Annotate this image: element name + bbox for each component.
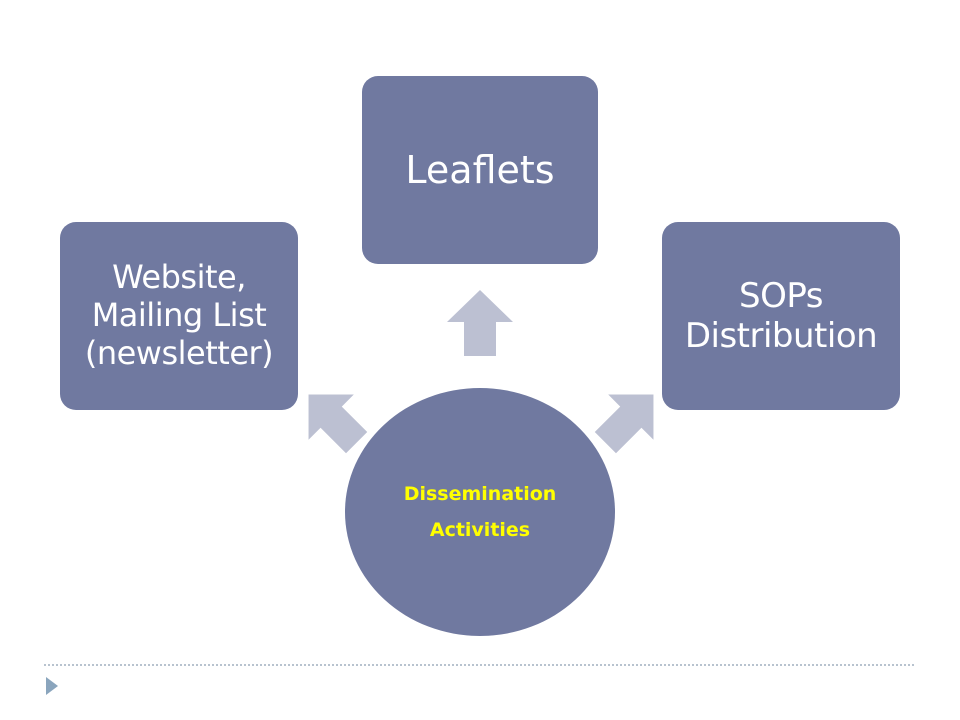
website-label-line1: Website,: [112, 258, 246, 297]
center-node: Dissemination Activities: [345, 388, 615, 636]
footer-bullet-icon: [46, 677, 58, 695]
footer-divider: [44, 664, 914, 666]
leaflets-label: Leaflets: [405, 147, 555, 192]
website-label-line3: (newsletter): [84, 333, 274, 372]
website-label-line2: Mailing List: [91, 296, 267, 335]
sops-label-line1: SOPs: [739, 275, 823, 316]
sops-node: SOPs Distribution: [662, 222, 900, 410]
center-label-line1: Dissemination: [403, 482, 557, 505]
arrow-to-leaflets: [447, 290, 513, 356]
center-label-line2: Activities: [429, 519, 531, 541]
leaflets-node: Leaflets: [362, 76, 598, 264]
website-node: Website, Mailing List (newsletter): [60, 222, 298, 410]
sops-label-line2: Distribution: [684, 316, 878, 356]
